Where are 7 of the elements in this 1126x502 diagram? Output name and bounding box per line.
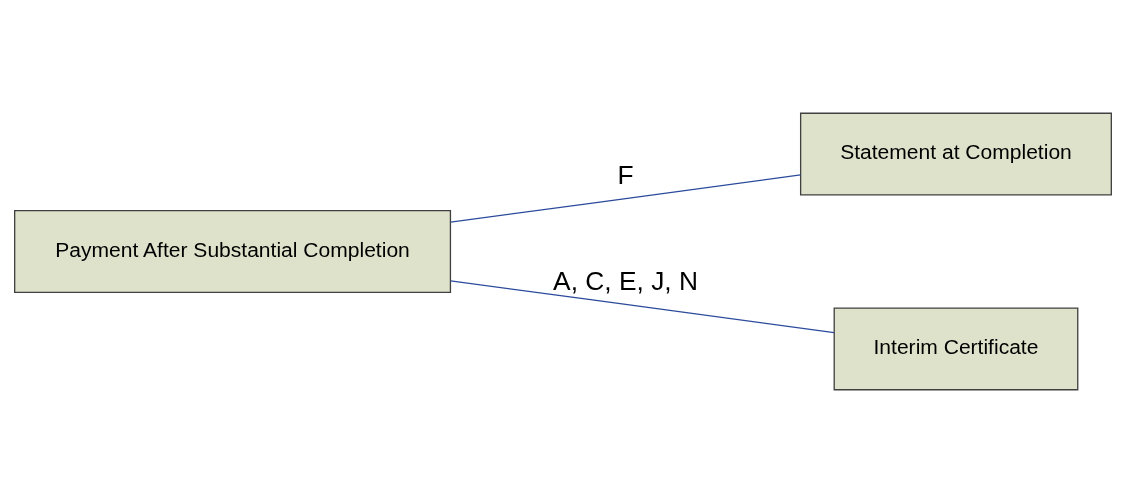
connector [449,279,835,333]
node-box: Statement at Completion [799,112,1112,196]
node-box: Payment After Substantial Completion [14,209,452,293]
node-box: Interim Certificate [833,306,1079,390]
edge-label: F [617,159,634,190]
connector [449,173,802,223]
edge-label: A, C, E, J, N [553,265,698,296]
